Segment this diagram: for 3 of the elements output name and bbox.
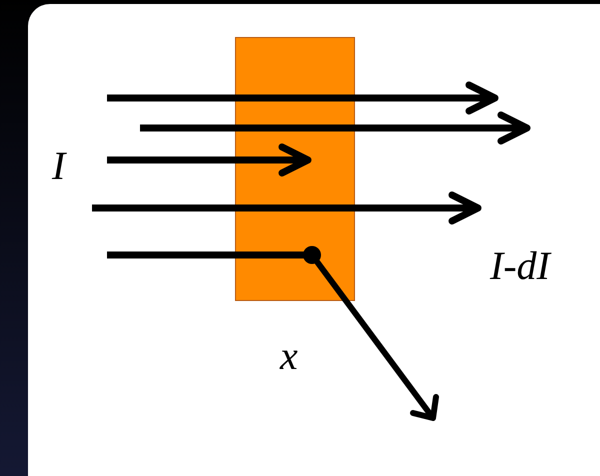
- intensity-label: I-dI: [490, 246, 550, 286]
- intensity-label: I: [52, 146, 66, 186]
- intensity-label: x: [280, 336, 298, 376]
